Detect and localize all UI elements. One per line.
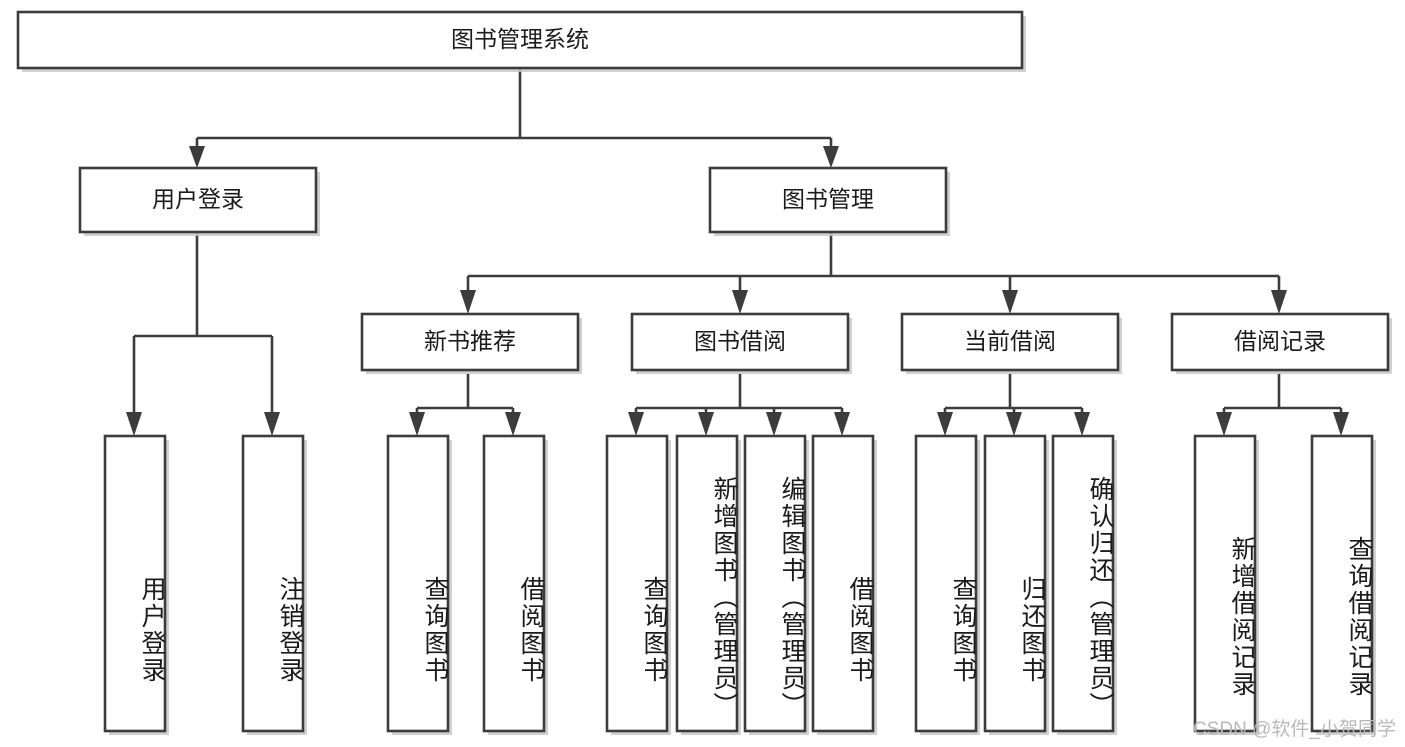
node-user-login-label: 用户登录: [152, 186, 244, 212]
node-user-login[interactable]: 用户登录: [78, 166, 320, 236]
node-current-borrow[interactable]: 当前借阅: [900, 312, 1122, 374]
connector-root-to-level2: [189, 68, 839, 168]
connector-records-to-leaves: [1216, 374, 1349, 436]
node-new-book-recommend-label: 新书推荐: [424, 328, 516, 354]
node-borrow-records[interactable]: 借阅记录: [1170, 312, 1392, 374]
leaf-node-logout[interactable]: [241, 434, 307, 735]
leaf-node-add-borrow-record[interactable]: [1193, 434, 1259, 735]
leaf-node-query-book-3[interactable]: [914, 434, 980, 735]
node-current-borrow-label: 当前借阅: [964, 328, 1056, 354]
node-borrow-records-label: 借阅记录: [1234, 328, 1326, 354]
leaf-node-confirm-return[interactable]: [1051, 434, 1117, 735]
leaf-node-edit-book[interactable]: [743, 434, 809, 735]
leaf-node-query-borrow-record[interactable]: [1310, 434, 1376, 735]
leaf-node-user-login[interactable]: [103, 434, 169, 735]
connector-borrow-to-leaves: [628, 374, 850, 436]
leaf-node-add-book[interactable]: [675, 434, 741, 735]
leaf-node-query-book-1[interactable]: [386, 434, 452, 735]
connector-bookmgmt-to-level3: [460, 232, 1287, 314]
leaf-node-borrow-book-1[interactable]: [482, 434, 548, 735]
connector-current-to-leaves: [937, 374, 1090, 436]
node-book-management[interactable]: 图书管理: [708, 166, 950, 236]
node-root-label: 图书管理系统: [451, 26, 589, 52]
connector-userlogin-to-leaves: [126, 232, 280, 436]
node-book-management-label: 图书管理: [782, 186, 874, 212]
node-new-book-recommend[interactable]: 新书推荐: [360, 312, 582, 374]
leaf-node-borrow-book-2[interactable]: [811, 434, 877, 735]
leaf-node-return-book[interactable]: [983, 434, 1049, 735]
node-root[interactable]: 图书管理系统: [16, 10, 1026, 72]
node-book-borrow-label: 图书借阅: [694, 328, 786, 354]
node-book-borrow[interactable]: 图书借阅: [630, 312, 852, 374]
csdn-watermark: CSDN @软件_小贺同学: [1193, 719, 1396, 740]
leaf-node-query-book-2[interactable]: [605, 434, 671, 735]
connector-newbook-to-leaves: [409, 374, 521, 436]
